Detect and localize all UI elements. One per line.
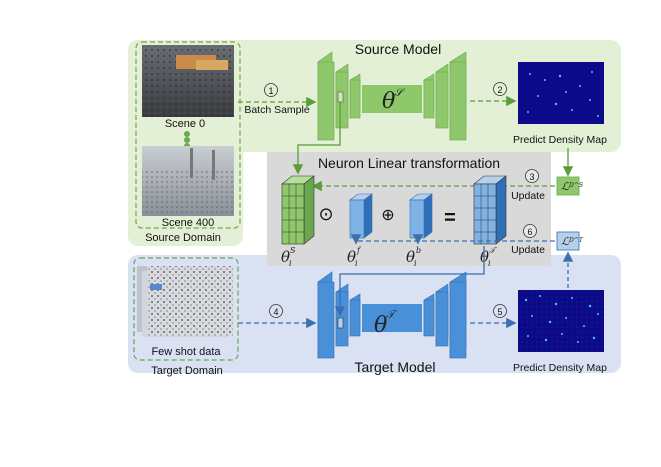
step-3-label: 3 [529, 172, 534, 182]
op-plus: ⊕ [381, 207, 394, 224]
theta-s-sub: i [289, 259, 292, 268]
loss-s-symbol: ℒ [561, 180, 570, 193]
few-shot-images [137, 266, 233, 337]
theta-b-sup: b [416, 246, 421, 255]
few-shot-label: Few shot data [151, 346, 221, 358]
op-equals: = [444, 207, 456, 229]
step-6-circle [523, 224, 537, 238]
loss-t-sup: D^T [568, 237, 584, 244]
scene-400-image [142, 146, 234, 216]
op-hadamard: ⊙ [318, 204, 333, 224]
target-model-title: Target Model [355, 359, 436, 375]
target-predict-label: Predict Density Map [513, 362, 607, 374]
step-3-circle [525, 169, 539, 183]
scene-0-image [142, 45, 234, 117]
source-model-title: Source Model [355, 41, 441, 57]
theta-b-sub: i [414, 259, 417, 268]
scene-dot [184, 131, 190, 137]
loss-s-box [556, 176, 580, 196]
step-4-circle [269, 304, 283, 318]
scene-0-label: Scene 0 [165, 118, 205, 130]
step-2-circle [493, 82, 507, 96]
step-6-label: 6 [527, 227, 532, 237]
source-cnn [317, 51, 467, 141]
source-domain-box [135, 41, 241, 229]
theta-b-symbol: θ [406, 248, 415, 266]
scene-400-label: Scene 400 [162, 217, 215, 229]
step-5-label: 5 [497, 307, 502, 317]
theta-s-cube [281, 175, 315, 245]
loss-t-box [556, 231, 580, 251]
theta-f-cube [349, 193, 373, 239]
target-domain-box [133, 257, 239, 361]
arrow-source-layer-extract [292, 102, 341, 175]
source-layer-highlight [337, 91, 344, 103]
update-bottom-label: Update [511, 244, 545, 256]
source-predict-label: Predict Density Map [513, 134, 607, 146]
target-density-map [518, 290, 604, 352]
source-domain-label: Source Domain [145, 232, 221, 244]
target-domain-label: Target Domain [151, 365, 223, 377]
arrow-update-target [355, 240, 555, 242]
theta-t-sup: 𝒯 [489, 246, 498, 255]
step-1-label: 1 [268, 86, 273, 96]
source-theta: θ [382, 89, 395, 114]
step-2-label: 2 [497, 85, 502, 95]
theta-t-sub: i [488, 259, 491, 268]
target-theta: θ [374, 313, 387, 338]
batch-sample-label: Batch Sample [244, 104, 310, 116]
update-top-label: Update [511, 190, 545, 202]
step-1-circle [264, 83, 278, 97]
theta-t-cube [473, 175, 507, 245]
theta-s-symbol: θ [281, 248, 290, 266]
theta-f-sup: f [356, 246, 362, 255]
nlt-title: Neuron Linear transformation [318, 155, 500, 171]
target-layer-highlight [337, 317, 344, 329]
loss-t-symbol: ℒ [561, 235, 570, 248]
step-4-label: 4 [273, 307, 278, 317]
step-5-circle [493, 304, 507, 318]
scene-dot [184, 137, 190, 143]
loss-s-sup: D^S [568, 182, 583, 189]
theta-s-sup: S [290, 246, 296, 255]
theta-b-cube [409, 193, 433, 239]
arrow-target-layer-inject [334, 246, 485, 317]
theta-f-symbol: θ [347, 248, 356, 266]
theta-f-sub: i [355, 259, 358, 268]
source-density-map [518, 62, 604, 124]
